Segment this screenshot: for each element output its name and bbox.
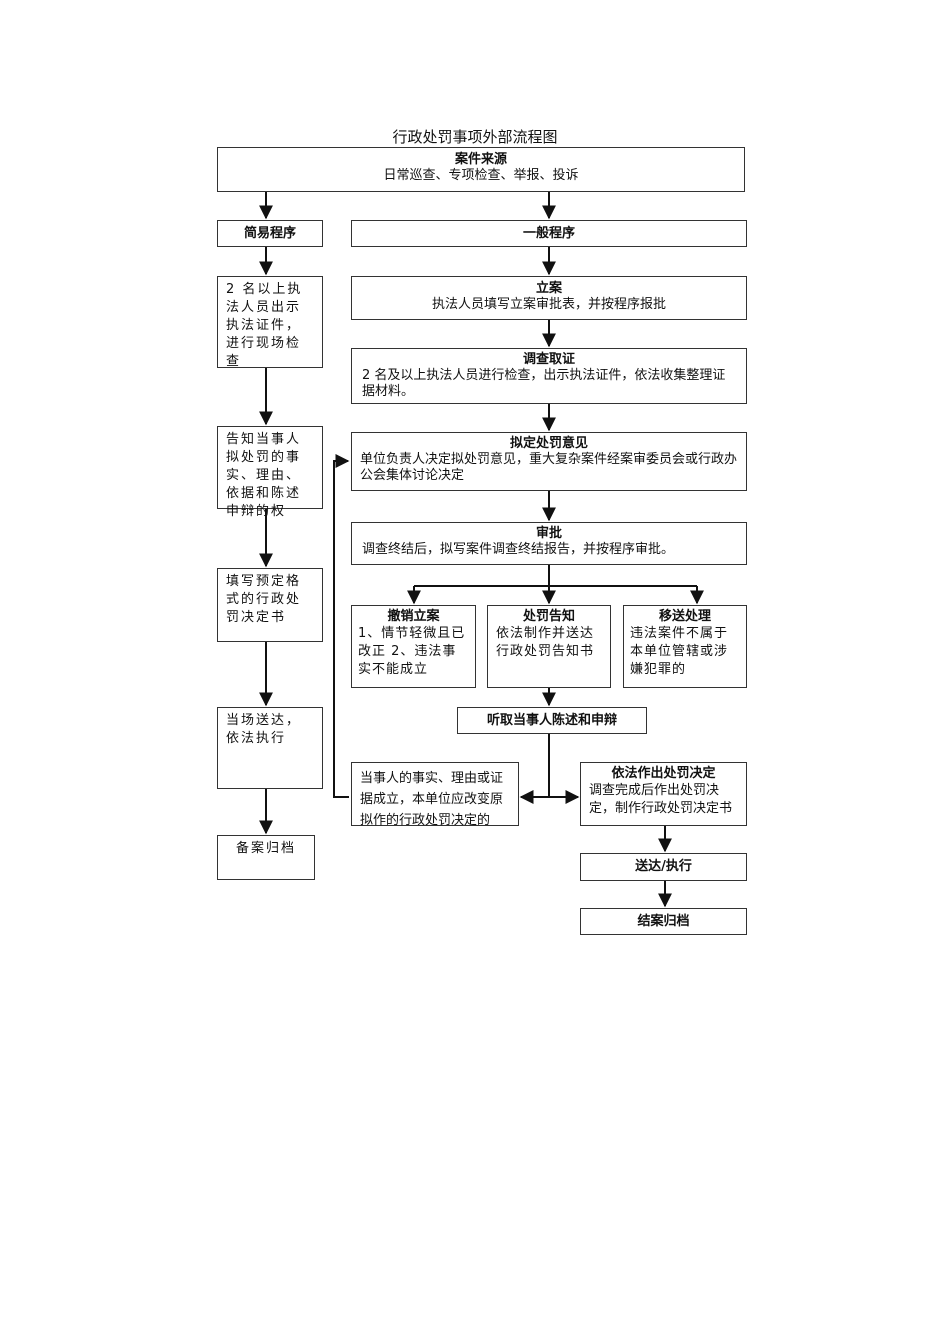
node-simple-step-inform: 告知当事人拟处罚的事实、理由、依据和陈述申辩的权	[217, 426, 323, 519]
node-filing-text: 执法人员填写立案审批表，并按程序报批	[431, 297, 666, 312]
node-hearing: 听取当事人陈述和申辩	[457, 707, 647, 734]
node-simple-procedure: 简易程序	[217, 220, 323, 247]
arrow-change-opinion	[333, 454, 350, 798]
node-simple-step-inspect: 2 名以上执法人员出示执法证件，进行现场检查	[217, 276, 323, 369]
node-simple-step-deliver-text: 当场送达，依法执行	[226, 713, 302, 746]
node-filing: 立案 执法人员填写立案审批表，并按程序报批	[351, 276, 747, 320]
node-cancel-filing-head: 撤销立案	[387, 609, 440, 624]
node-penalty-decision: 依法作出处罚决定 调查完成后作出处罚决定，制作行政处罚决定书	[580, 762, 747, 826]
node-penalty-opinion-head: 拟定处罚意见	[509, 436, 588, 451]
node-change-decision: 当事人的事实、理由或证据成立，本单位应改变原拟作的行政处罚决定的	[351, 762, 519, 828]
node-penalty-notice: 处罚告知 依法制作并送达行政处罚告知书	[487, 605, 611, 688]
node-transfer-text: 违法案件不属于本单位管辖或涉嫌犯罪的	[630, 626, 729, 677]
node-simple-step-inform-text: 告知当事人拟处罚的事实、理由、依据和陈述申辩的权	[226, 432, 302, 519]
node-general-procedure: 一般程序	[351, 220, 747, 247]
node-approval-head: 审批	[535, 526, 562, 541]
node-penalty-decision-head: 依法作出处罚决定	[611, 766, 716, 781]
node-approval: 审批 调查终结后，拟写案件调查终结报告，并按程序审批。	[351, 522, 747, 565]
node-deliver-execute: 送达/执行	[580, 853, 747, 881]
node-simple-step-inspect-text: 2 名以上执法人员出示执法证件，进行现场检查	[226, 282, 303, 369]
node-change-decision-text: 当事人的事实、理由或证据成立，本单位应改变原拟作的行政处罚决定的	[360, 771, 504, 828]
node-investigation-text: 2 名及以上执法人员进行检查，出示执法证件，依法收集整理证据材料。	[362, 368, 726, 399]
node-simple-step-deliver: 当场送达，依法执行	[217, 707, 323, 789]
diagram-title: 行政处罚事项外部流程图	[392, 128, 558, 146]
node-hearing-head: 听取当事人陈述和申辩	[486, 712, 617, 728]
node-transfer: 移送处理 违法案件不属于本单位管辖或涉嫌犯罪的	[623, 605, 747, 688]
node-simple-procedure-head: 简易程序	[243, 225, 296, 241]
node-investigation: 调查取证 2 名及以上执法人员进行检查，出示执法证件，依法收集整理证据材料。	[351, 348, 747, 404]
node-penalty-opinion: 拟定处罚意见 单位负责人决定拟处罚意见，重大复杂案件经案审委员会或行政办公会集体…	[351, 432, 747, 491]
node-approval-text: 调查终结后，拟写案件调查终结报告，并按程序审批。	[362, 542, 675, 557]
node-cancel-filing-text: 1、情节轻微且已改正 2、违法事实不能成立	[358, 626, 466, 677]
node-general-procedure-head: 一般程序	[522, 225, 575, 241]
node-simple-step-archive-text: 备案归档	[235, 841, 296, 856]
node-case-source-text: 日常巡查、专项检查、举报、投诉	[383, 168, 579, 183]
node-simple-step-archive: 备案归档	[217, 835, 315, 880]
node-simple-step-fill-form-text: 填写预定格式的行政处罚决定书	[226, 574, 302, 625]
node-cancel-filing: 撤销立案 1、情节轻微且已改正 2、违法事实不能成立	[351, 605, 476, 688]
node-case-source: 案件来源 日常巡查、专项检查、举报、投诉	[217, 147, 745, 192]
node-transfer-head: 移送处理	[658, 609, 711, 624]
node-penalty-notice-text: 依法制作并送达行政处罚告知书	[496, 626, 595, 659]
node-close-archive-head: 结案归档	[637, 913, 690, 929]
node-penalty-decision-text: 调查完成后作出处罚决定，制作行政处罚决定书	[589, 783, 733, 816]
node-deliver-execute-head: 送达/执行	[635, 859, 692, 874]
node-penalty-notice-head: 处罚告知	[522, 609, 575, 624]
node-close-archive: 结案归档	[580, 908, 747, 935]
node-case-source-head: 案件来源	[454, 152, 507, 167]
node-penalty-opinion-text: 单位负责人决定拟处罚意见，重大复杂案件经案审委员会或行政办公会集体讨论决定	[360, 452, 738, 483]
node-investigation-head: 调查取证	[522, 352, 575, 367]
node-filing-head: 立案	[535, 281, 562, 296]
node-simple-step-fill-form: 填写预定格式的行政处罚决定书	[217, 568, 323, 642]
